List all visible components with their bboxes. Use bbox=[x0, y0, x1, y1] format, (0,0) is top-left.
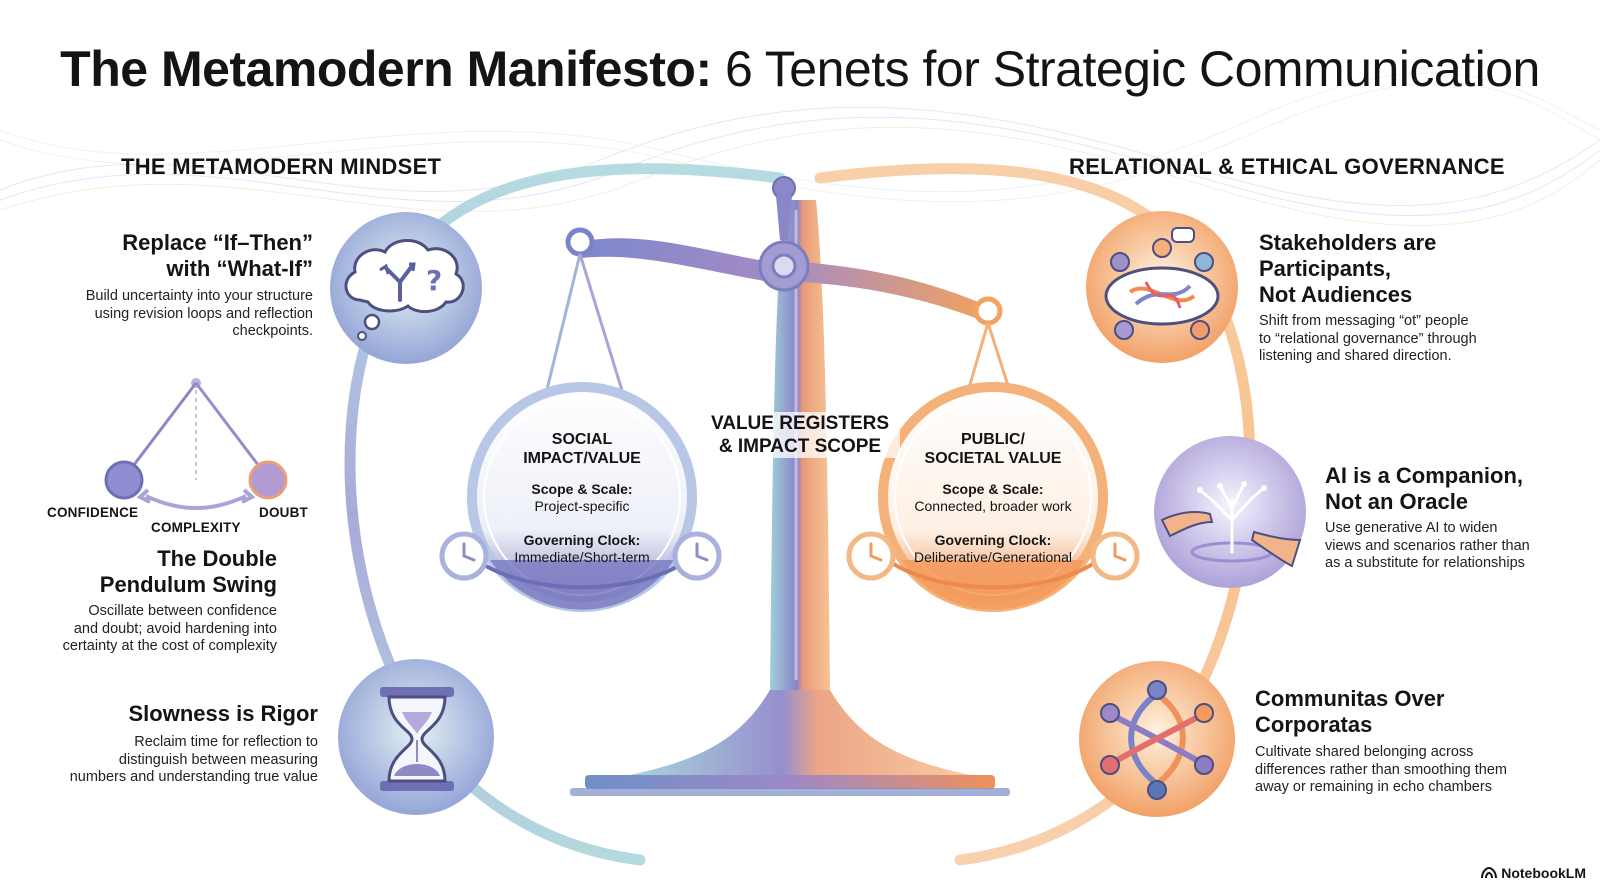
tenet-ai-description: Use generative AI to widen views and sce… bbox=[1325, 520, 1530, 571]
ai-tree-hands-icon bbox=[1154, 436, 1306, 588]
left-pan-scope-heading: Scope & Scale: bbox=[531, 481, 633, 497]
brand-label: NotebookLM bbox=[1501, 865, 1586, 881]
section-heading-left: THE METAMODERN MINDSET bbox=[121, 154, 442, 179]
left-pan bbox=[467, 382, 697, 612]
svg-text:?: ? bbox=[426, 264, 442, 297]
tenet-pendulum-description: Oscillate between confidence and doubt; … bbox=[62, 603, 277, 654]
notebooklm-brand: NotebookLM bbox=[1481, 865, 1586, 881]
left-pan-title: SOCIAL IMPACT/VALUE bbox=[523, 431, 641, 467]
title-bold: The Metamodern Manifesto: bbox=[60, 41, 712, 97]
tenet-communitas-description: Cultivate shared belonging across differ… bbox=[1255, 744, 1508, 795]
pendulum-label-doubt: DOUBT bbox=[259, 505, 308, 520]
double-pendulum-icon bbox=[104, 378, 288, 510]
right-pan-scope-heading: Scope & Scale: bbox=[942, 481, 1044, 497]
left-pan-clock-heading: Governing Clock: bbox=[523, 532, 641, 548]
tenet-slowness-description: Reclaim time for reflection to distingui… bbox=[69, 734, 318, 785]
right-pan-clock-heading: Governing Clock: bbox=[934, 532, 1052, 548]
tenet-pendulum-title: The Double Pendulum Swing bbox=[99, 546, 277, 597]
pendulum-label-confidence: CONFIDENCE bbox=[47, 505, 139, 520]
right-pan-title: PUBLIC/ SOCIETAL VALUE bbox=[924, 431, 1062, 467]
tenet-stakeholders-description: Shift from messaging “ot” people to “rel… bbox=[1259, 313, 1477, 364]
background-waves bbox=[0, 72, 1600, 226]
clock-icon bbox=[439, 531, 489, 581]
left-arc bbox=[344, 163, 786, 866]
tenet-slowness-title: Slowness is Rigor bbox=[128, 701, 319, 726]
page-title: The Metamodern Manifesto: 6 Tenets for S… bbox=[0, 40, 1600, 98]
clock-icon bbox=[846, 531, 896, 581]
clock-icon bbox=[1090, 531, 1140, 581]
tenet-ai-title: AI is a Companion, Not an Oracle bbox=[1325, 463, 1524, 514]
section-heading-right: RELATIONAL & ETHICAL GOVERNANCE bbox=[1069, 154, 1505, 179]
right-pan-clock-value: Deliberative/Generational bbox=[914, 549, 1072, 565]
clock-icon bbox=[672, 531, 722, 581]
tenet-what-if-description: Build uncertainty into your structure us… bbox=[85, 288, 313, 339]
right-pan-scope-value: Connected, broader work bbox=[914, 498, 1072, 514]
notebooklm-logo-icon bbox=[1481, 867, 1498, 879]
left-pan-clock-value: Immediate/Short-term bbox=[514, 549, 650, 565]
interlinked-people-icon bbox=[1079, 661, 1235, 817]
tenet-communitas-title: Communitas Over Corporatas bbox=[1255, 686, 1445, 737]
tenet-what-if-title: Replace “If–Then” with “What-If” bbox=[122, 230, 313, 281]
scale-center-title: VALUE REGISTERS & IMPACT SCOPE bbox=[700, 412, 900, 458]
pendulum-label-complexity: COMPLEXITY bbox=[151, 520, 241, 535]
round-table-meeting-icon bbox=[1086, 211, 1238, 363]
hourglass-icon bbox=[338, 659, 494, 815]
tenet-stakeholders-title: Stakeholders are Participants, Not Audie… bbox=[1259, 230, 1437, 307]
right-pan bbox=[878, 382, 1108, 612]
left-pan-scope-value: Project-specific bbox=[534, 498, 630, 514]
title-light: 6 Tenets for Strategic Communication bbox=[725, 41, 1540, 97]
thought-cloud-fork-question-icon: ? bbox=[330, 212, 482, 364]
